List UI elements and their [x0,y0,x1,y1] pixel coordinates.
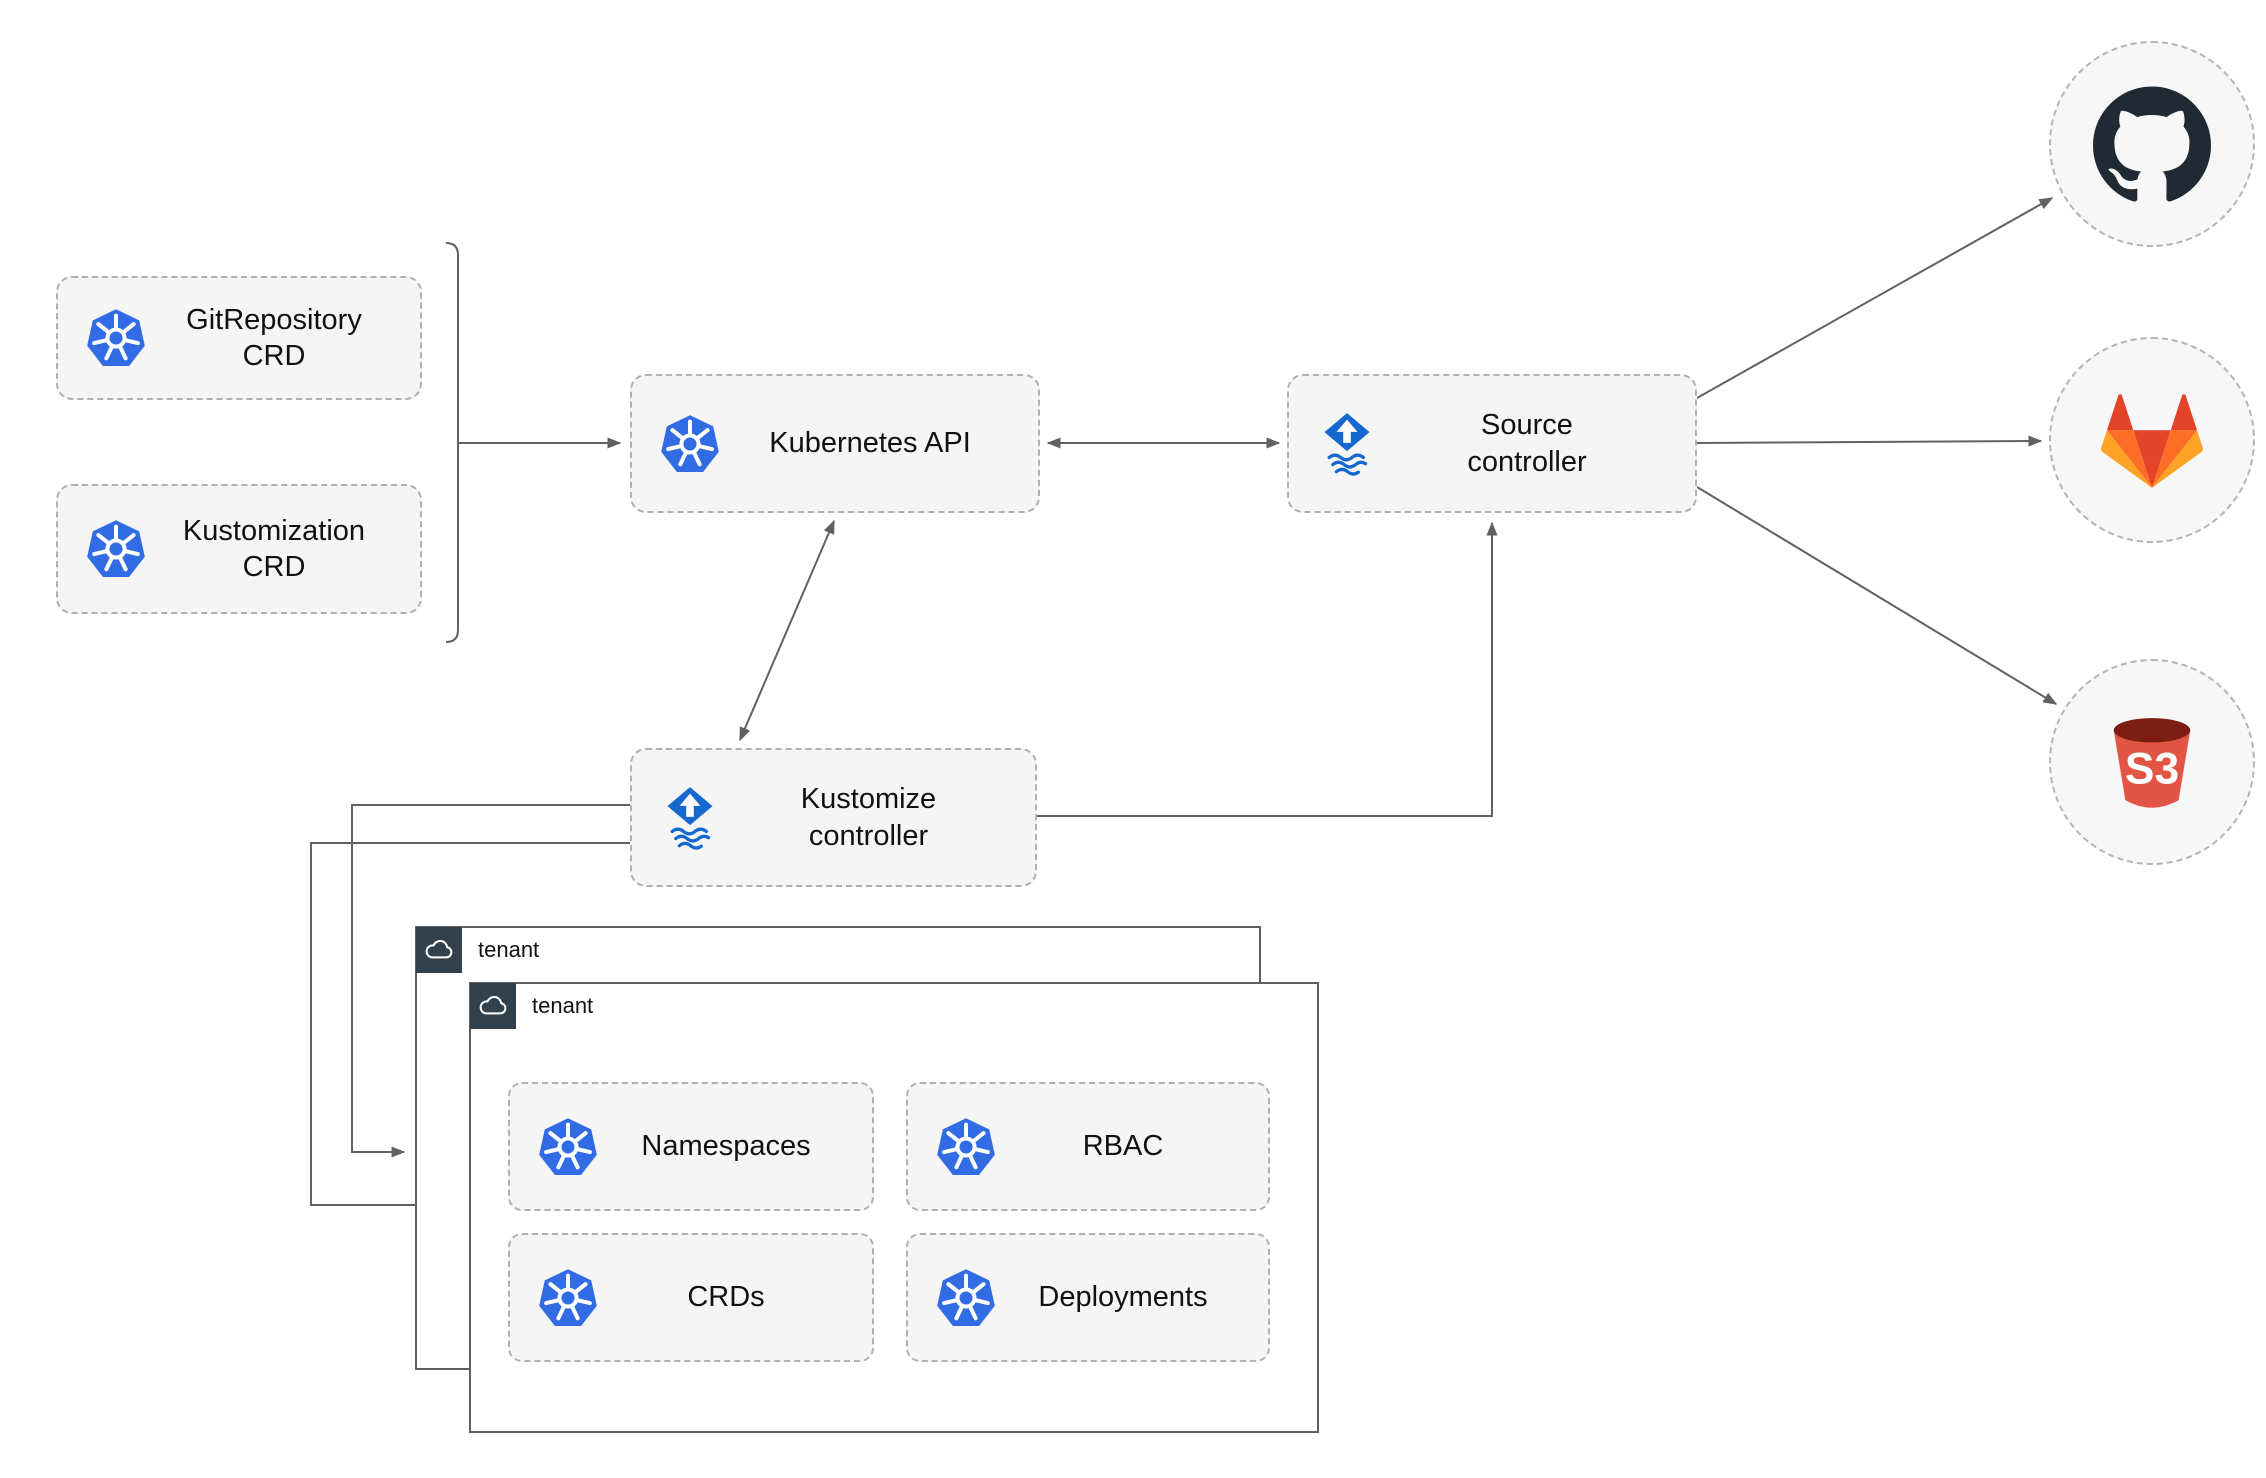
node-namespaces: Namespaces [508,1082,874,1211]
tenant-header: tenant [470,983,593,1029]
s3-bucket-icon: S3 [2113,718,2191,808]
node-label: Namespaces [641,1130,811,1163]
kubernetes-icon [658,412,722,476]
cloud-icon [416,927,462,973]
node-label: Kubernetes API [769,427,971,460]
kubernetes-icon [934,1115,998,1179]
cloud-icon [470,983,516,1029]
node-label: Kustomization CRD [182,514,366,583]
container-tenant-front: tenant Namespaces RBAC CRDs Deployments [469,982,1319,1433]
node-deployments: Deployments [906,1233,1270,1362]
crd-group-bracket [445,242,459,643]
tenant-label: tenant [478,937,540,962]
s3-text: S3 [2125,744,2179,793]
node-rbac: RBAC [906,1082,1270,1211]
node-label: RBAC [1082,1130,1164,1163]
tenant-header: tenant [416,927,539,973]
kubernetes-icon [536,1115,600,1179]
node-source-controller: Source controller [1287,374,1697,513]
external-s3: S3 [2049,659,2255,865]
edge-source-to-github [1696,197,2054,399]
node-label: Deployments [1038,1281,1208,1314]
node-crds: CRDs [508,1233,874,1362]
node-label: CRDs [687,1281,765,1314]
edge-source-to-gitlab [1696,435,2043,447]
gitlab-icon [2101,394,2203,488]
tenant-label: tenant [532,993,594,1018]
kubernetes-icon [84,517,148,581]
node-label: GitRepository CRD [186,303,362,372]
node-kustomize-controller: Kustomize controller [630,748,1037,887]
edge-kustomize-to-tenant-front [310,842,630,1211]
external-gitlab [2049,337,2255,543]
flux-icon [1315,412,1379,476]
node-kustomization-crd: Kustomization CRD [56,484,422,614]
edge-source-to-s3 [1696,486,2058,705]
kubernetes-icon [934,1266,998,1330]
node-label: Kustomize controller [800,783,937,852]
external-github [2049,41,2255,247]
kubernetes-icon [536,1266,600,1330]
kubernetes-icon [84,306,148,370]
node-gitrepository-crd: GitRepository CRD [56,276,422,400]
edge-kustomize-to-tenant-back [351,804,630,1158]
github-icon [2093,86,2211,202]
edge-kubernetes-api-kustomize-controller [739,519,835,742]
node-kubernetes-api: Kubernetes API [630,374,1040,513]
node-label: Source controller [1467,409,1587,478]
flux-icon [658,786,722,850]
edge-kustomize-to-source-controller [1037,521,1498,817]
